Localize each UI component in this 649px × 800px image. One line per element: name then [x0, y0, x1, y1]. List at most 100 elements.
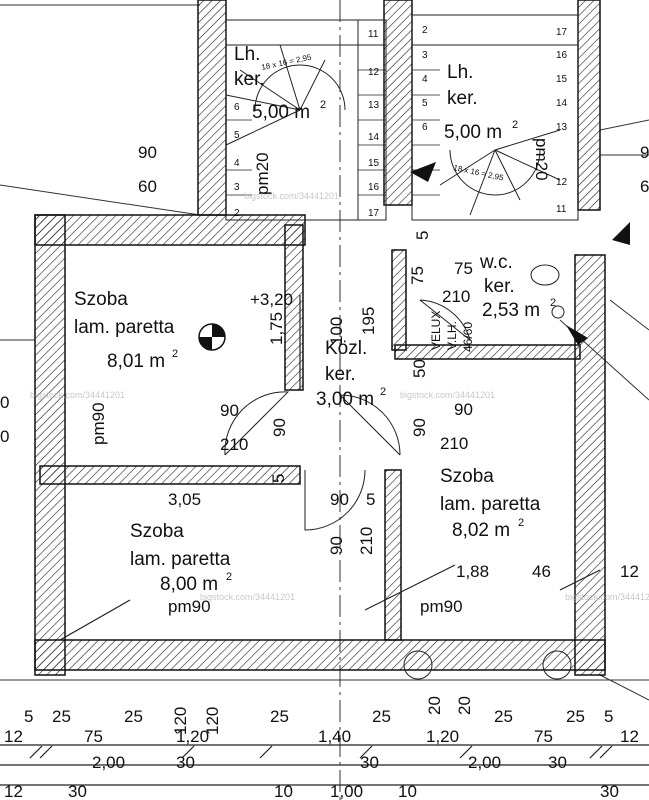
- watermark-text: bigstock.com/34441201: [30, 390, 125, 400]
- velux-size: 46/60: [461, 322, 475, 352]
- dimension-labels: 90 60 9 6 +3,20 1,75 100 195 5 75 75 210…: [0, 143, 649, 735]
- floor-room3: pm90: [420, 597, 463, 616]
- bdim: 1,00: [330, 782, 363, 800]
- step-num: 3: [234, 182, 240, 193]
- wall-room2-room3: [384, 469, 402, 641]
- arrow-marker-right: [612, 222, 630, 245]
- dim: 90: [327, 536, 346, 555]
- floor-level-labels: pm20 pm20 pm90 pm90 pm90: [89, 138, 551, 616]
- stair-numbers: 11 12 13 14 15 16 17 6 5 4 3 2 17 16 15 …: [234, 25, 568, 219]
- dim: 210: [442, 287, 470, 306]
- bdim: 25: [52, 707, 71, 726]
- door-room3: [338, 394, 401, 456]
- steps-label-1: 18 x 16 = 2,95: [261, 52, 313, 72]
- room-area-stair2: 5,00 m: [444, 122, 502, 143]
- dim: 90: [220, 401, 239, 420]
- step-num: 13: [556, 122, 568, 133]
- wall-east: [574, 254, 606, 676]
- arrow-marker-wc: [566, 325, 588, 345]
- dim: 90: [454, 400, 473, 419]
- bdim: 25: [372, 707, 391, 726]
- step-num: 13: [368, 100, 380, 111]
- dim: 90: [330, 490, 349, 509]
- room-finish-room1: lam. paretta: [74, 317, 175, 338]
- arrow-marker-left: [410, 162, 436, 182]
- room-labels: Lh. ker. 5,00 m Lh. ker. 5,00 m Szoba la…: [74, 44, 541, 595]
- dim: 12: [620, 562, 639, 581]
- step-num: 5: [422, 98, 428, 109]
- bdim: 25: [566, 707, 585, 726]
- wall-south: [34, 639, 606, 671]
- dim: 46: [532, 562, 551, 581]
- room-area-room1: 8,01 m: [107, 351, 165, 372]
- dim: 20: [425, 696, 444, 715]
- door-room1: [224, 391, 290, 456]
- step-num: 12: [368, 67, 380, 78]
- bdim: 5: [24, 707, 33, 726]
- floor-stair1: pm20: [253, 152, 272, 195]
- room-name-room1: Szoba: [74, 289, 128, 310]
- step-num: 15: [556, 74, 568, 85]
- area-superscripts: 2 2 2 2 2 2 2: [172, 99, 556, 583]
- dim: 5: [366, 490, 375, 509]
- dim: +3,20: [250, 290, 293, 309]
- dim: 60: [138, 177, 157, 196]
- step-num: 14: [368, 132, 380, 143]
- room-name-room2: Szoba: [130, 521, 184, 542]
- wall-stair-center: [383, 0, 413, 206]
- stair-step-lines: [226, 69, 440, 196]
- window-marker-left: [403, 650, 433, 680]
- door-room2: [304, 469, 366, 531]
- floor-room2: pm90: [168, 597, 211, 616]
- step-num: 12: [556, 177, 568, 188]
- bdim: 30: [68, 782, 87, 800]
- watermark: bigstock.com/34441201 bigstock.com/34441…: [30, 191, 649, 602]
- dim: 75: [454, 259, 473, 278]
- velux-labels: VELUX V.LH. 46/60: [429, 311, 475, 352]
- floor-stair2: pm20: [532, 138, 551, 181]
- watermark-text: bigstock.com/34441201: [400, 390, 495, 400]
- room-name2-stair2: ker.: [447, 88, 478, 109]
- step-num: 11: [368, 29, 379, 40]
- room-name-stair2: Lh.: [447, 62, 473, 83]
- wall-room1-hall: [284, 224, 304, 391]
- velux-label: VELUX: [429, 311, 443, 350]
- wall-stair2-right: [577, 0, 601, 211]
- bdim: 10: [398, 782, 417, 800]
- dim: 5: [413, 231, 432, 240]
- bdim: 30: [360, 753, 379, 772]
- room-name-room3: Szoba: [440, 466, 494, 487]
- bdim: 1,20: [426, 727, 459, 746]
- velux-label-2: V.LH.: [445, 321, 459, 350]
- bdim: 1,40: [318, 727, 351, 746]
- wall-room1-room2: [39, 465, 301, 485]
- bdim: 25: [270, 707, 289, 726]
- room-area-wc: 2,53 m: [482, 300, 540, 321]
- sup: 2: [320, 99, 326, 111]
- step-num: 6: [234, 102, 240, 113]
- dim: 210: [357, 527, 376, 555]
- room-area-hall: 3,00 m: [316, 389, 374, 410]
- level-symbol: [198, 323, 226, 351]
- step-num: 4: [234, 158, 240, 169]
- dim: 75: [408, 266, 427, 285]
- dim: 0: [0, 427, 9, 446]
- dim: 6: [640, 177, 649, 196]
- door-swings: [224, 299, 572, 680]
- dim: 120: [171, 707, 190, 735]
- bottom-dimensions: 5 25 25 25 25 25 25 5 12 75 1,20 1,40 1,…: [4, 707, 639, 800]
- watermark-text: bigstock.com/34441201: [244, 191, 339, 201]
- step-num: 16: [556, 50, 568, 61]
- sup: 2: [172, 348, 178, 360]
- wall-west: [34, 214, 66, 676]
- bdim: 12: [4, 727, 23, 746]
- sup: 2: [380, 386, 386, 398]
- bdim: 75: [84, 727, 103, 746]
- room-area-room2: 8,00 m: [160, 574, 218, 595]
- sup: 2: [550, 297, 556, 309]
- dim: 210: [220, 435, 248, 454]
- floor-room1: pm90: [89, 402, 108, 445]
- room-name2-stair1: ker.: [234, 69, 265, 90]
- dim: 210: [440, 434, 468, 453]
- wall-wc-hall: [391, 249, 407, 351]
